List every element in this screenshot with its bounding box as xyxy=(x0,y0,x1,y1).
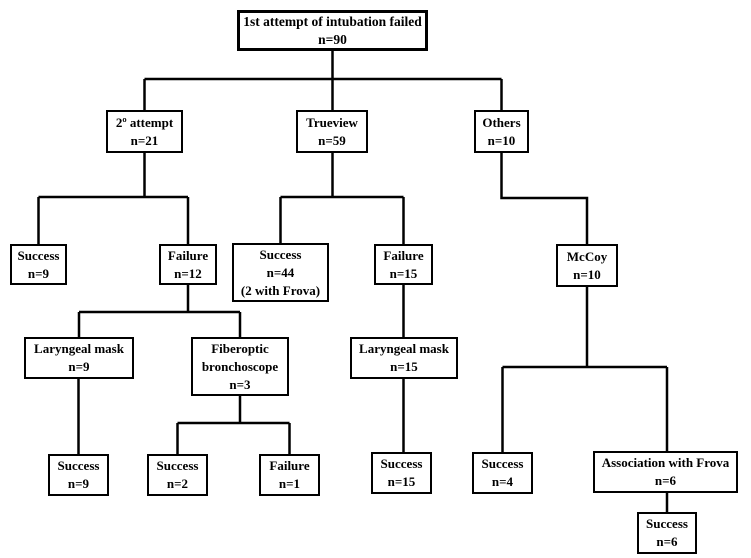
node-1st-attempt-intubation-failed: 1st attempt of intubation failed n=90 xyxy=(237,10,428,51)
node-label: 1st attempt of intubation failed xyxy=(243,13,422,29)
node-label: Others xyxy=(482,114,521,130)
node-fiberoptic-failure: Failure n=1 xyxy=(259,454,320,496)
node-label: Success xyxy=(57,458,100,473)
node-laryngeal-mask-9: Laryngeal mask n=9 xyxy=(24,337,134,379)
node-label: Trueview xyxy=(306,114,358,130)
node-association-with-frova: Association with Frova n=6 xyxy=(593,451,738,493)
node-label: Success xyxy=(156,458,199,473)
node-count: n=2 xyxy=(166,476,189,491)
node-count: n=10 xyxy=(487,132,516,148)
node-trueview: Trueview n=59 xyxy=(296,110,368,153)
node-count: n=15 xyxy=(387,474,416,489)
node-count: n=59 xyxy=(318,132,346,148)
node-association-with-frova-success: Success n=6 xyxy=(637,512,697,554)
node-count: n=44 xyxy=(266,264,295,280)
node-count: n=10 xyxy=(573,266,601,282)
node-label: bronchoscope xyxy=(201,358,279,374)
node-laryngeal-mask-15-success: Success n=15 xyxy=(371,452,432,494)
node-count: n=3 xyxy=(229,376,251,392)
node-count: n=6 xyxy=(656,534,678,549)
node-label: Failure xyxy=(269,458,310,473)
node-label: Success xyxy=(380,456,423,471)
node-label: Success xyxy=(646,516,688,531)
node-label: Success xyxy=(17,247,60,263)
node-mccoy: McCoy n=10 xyxy=(556,244,618,287)
node-label: Laryngeal mask xyxy=(34,341,124,356)
node-2nd-attempt-failure: Failure n=12 xyxy=(159,244,217,285)
node-label: Failure xyxy=(383,247,424,263)
node-label: Association with Frova xyxy=(601,455,730,470)
node-count: n=9 xyxy=(27,265,50,281)
node-count: n=15 xyxy=(390,359,418,374)
node-count: n=9 xyxy=(67,476,90,491)
node-laryngeal-mask-9-success: Success n=9 xyxy=(48,454,109,496)
node-count: n=21 xyxy=(130,132,159,148)
node-count: n=90 xyxy=(318,31,347,47)
node-laryngeal-mask-15: Laryngeal mask n=15 xyxy=(350,337,458,379)
node-fiberoptic-success: Success n=2 xyxy=(147,454,208,496)
node-count: n=1 xyxy=(278,476,301,491)
node-mccoy-success: Success n=4 xyxy=(472,452,533,494)
node-count: n=15 xyxy=(389,265,418,281)
node-label: Failure xyxy=(167,247,209,263)
node-label: Success xyxy=(481,456,524,471)
node-2nd-attempt: 2º attempt n=21 xyxy=(106,110,183,153)
node-label: Laryngeal mask xyxy=(359,341,449,356)
node-count: n=9 xyxy=(68,359,90,374)
node-trueview-failure: Failure n=15 xyxy=(374,244,433,285)
node-count: n=12 xyxy=(174,265,202,281)
node-note: (2 with Frova) xyxy=(240,282,321,298)
node-label: Success xyxy=(259,246,302,262)
node-2nd-attempt-success: Success n=9 xyxy=(10,244,67,285)
node-label: McCoy xyxy=(566,248,608,264)
node-count: n=6 xyxy=(654,473,677,488)
node-fiberoptic-bronchoscope: Fiberoptic bronchoscope n=3 xyxy=(191,337,289,396)
node-count: n=4 xyxy=(491,474,514,489)
node-label: 2º attempt xyxy=(115,114,174,130)
node-trueview-success: Success n=44 (2 with Frova) xyxy=(232,243,329,302)
node-others: Others n=10 xyxy=(474,110,529,153)
node-label: Fiberoptic xyxy=(211,340,269,356)
